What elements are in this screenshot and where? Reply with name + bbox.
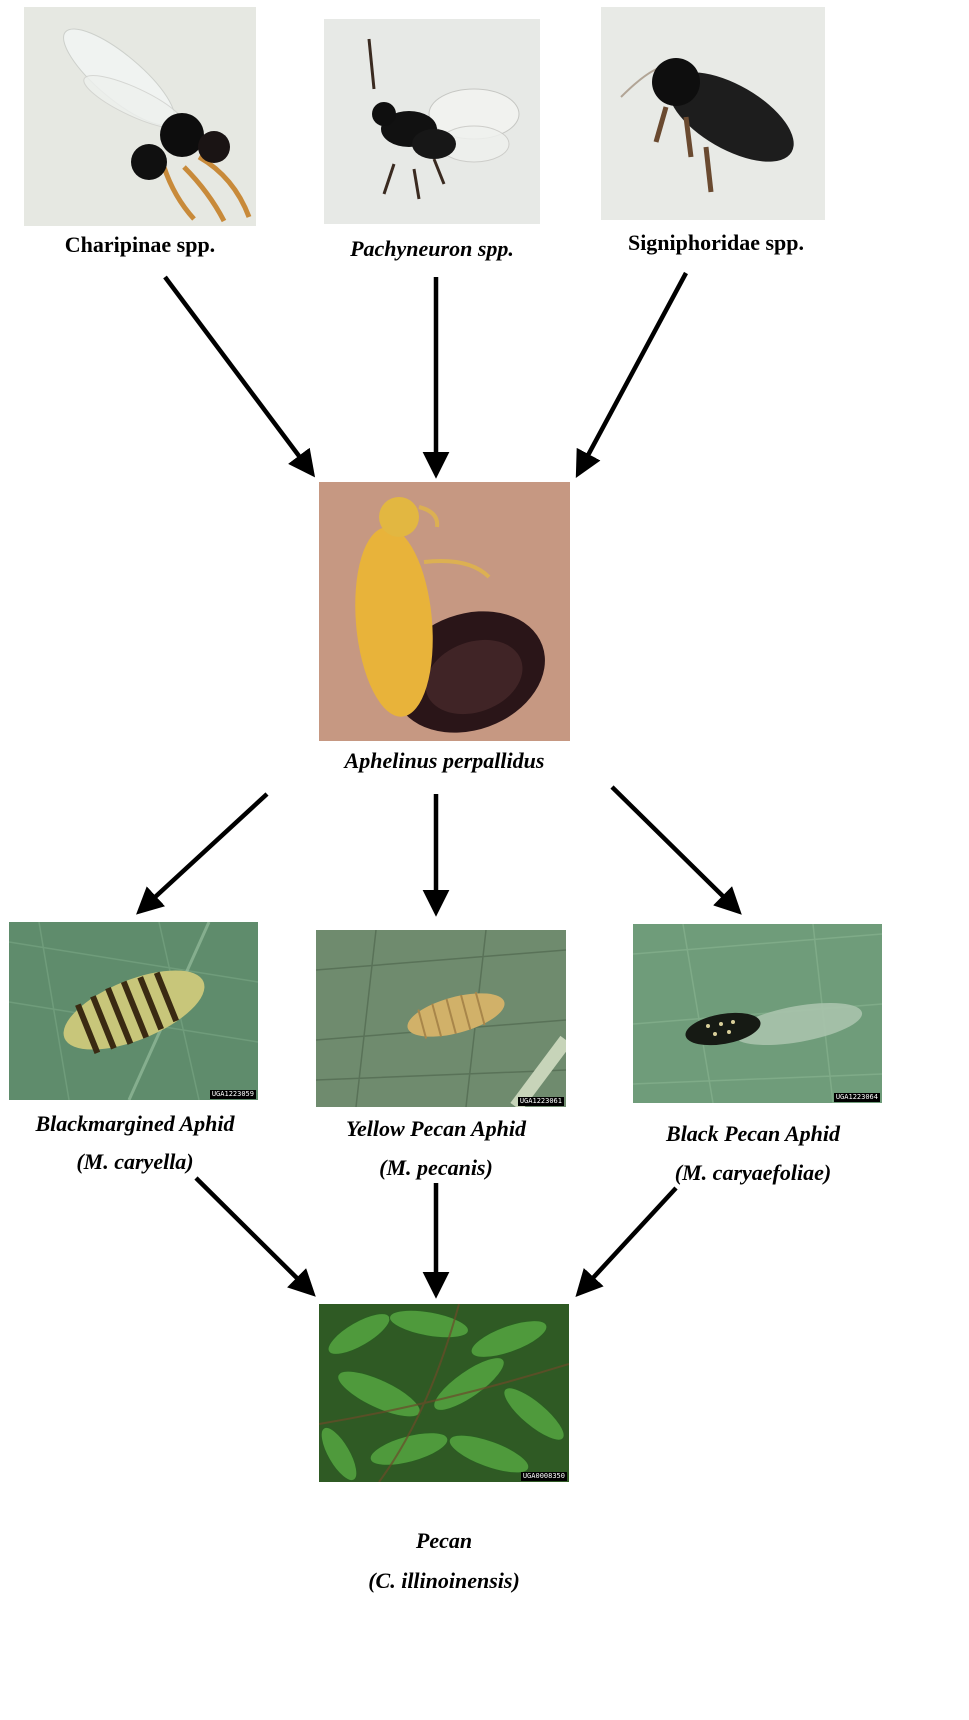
black-pecan-aphid-photo: UGA1223064 <box>633 924 882 1103</box>
pecan-photo: UGA0008350 <box>319 1304 569 1482</box>
yellow-pecan-aphid-common-name: Yellow Pecan Aphid <box>306 1116 566 1142</box>
pecan-common-name: Pecan <box>319 1528 569 1554</box>
blackmargined-aphid-photo: UGA1223059 <box>9 922 258 1100</box>
pachyneuron-label: Pachyneuron spp. <box>316 236 548 262</box>
photo-id: UGA1223061 <box>518 1097 564 1106</box>
arrow-black-pecan-to-pecan <box>580 1188 676 1292</box>
yellow-pecan-aphid-scientific-name: (M. pecanis) <box>306 1155 566 1181</box>
arrow-aphelinus-to-black-pecan <box>612 787 737 910</box>
charipinae-label: Charipinae spp. <box>24 232 256 258</box>
blackmargined-aphid-scientific-name: (M. caryella) <box>0 1149 270 1175</box>
photo-id: UGA1223064 <box>834 1093 880 1102</box>
aphelinus-label: Aphelinus perpallidus <box>290 748 599 774</box>
signiphoridae-label: Signiphoridae spp. <box>601 230 831 256</box>
yellow-pecan-aphid-photo: UGA1223061 <box>316 930 566 1107</box>
arrow-blackmargined-to-pecan <box>196 1178 311 1292</box>
pachyneuron-photo <box>324 19 540 224</box>
blackmargined-aphid-common-name: Blackmargined Aphid <box>0 1111 270 1137</box>
arrow-aphelinus-to-blackmargined <box>141 794 267 910</box>
arrow-charipinae-to-aphelinus <box>165 277 311 472</box>
charipinae-photo <box>24 7 256 226</box>
photo-id: UGA1223059 <box>210 1090 256 1099</box>
pecan-scientific-name: (C. illinoinensis) <box>319 1568 569 1594</box>
arrow-signiphoridae-to-aphelinus <box>579 273 686 472</box>
aphelinus-photo <box>319 482 570 741</box>
black-pecan-aphid-scientific-name: (M. caryaefoliae) <box>627 1160 879 1186</box>
signiphoridae-photo <box>601 7 825 220</box>
photo-id: UGA0008350 <box>521 1472 567 1481</box>
black-pecan-aphid-common-name: Black Pecan Aphid <box>627 1121 879 1147</box>
